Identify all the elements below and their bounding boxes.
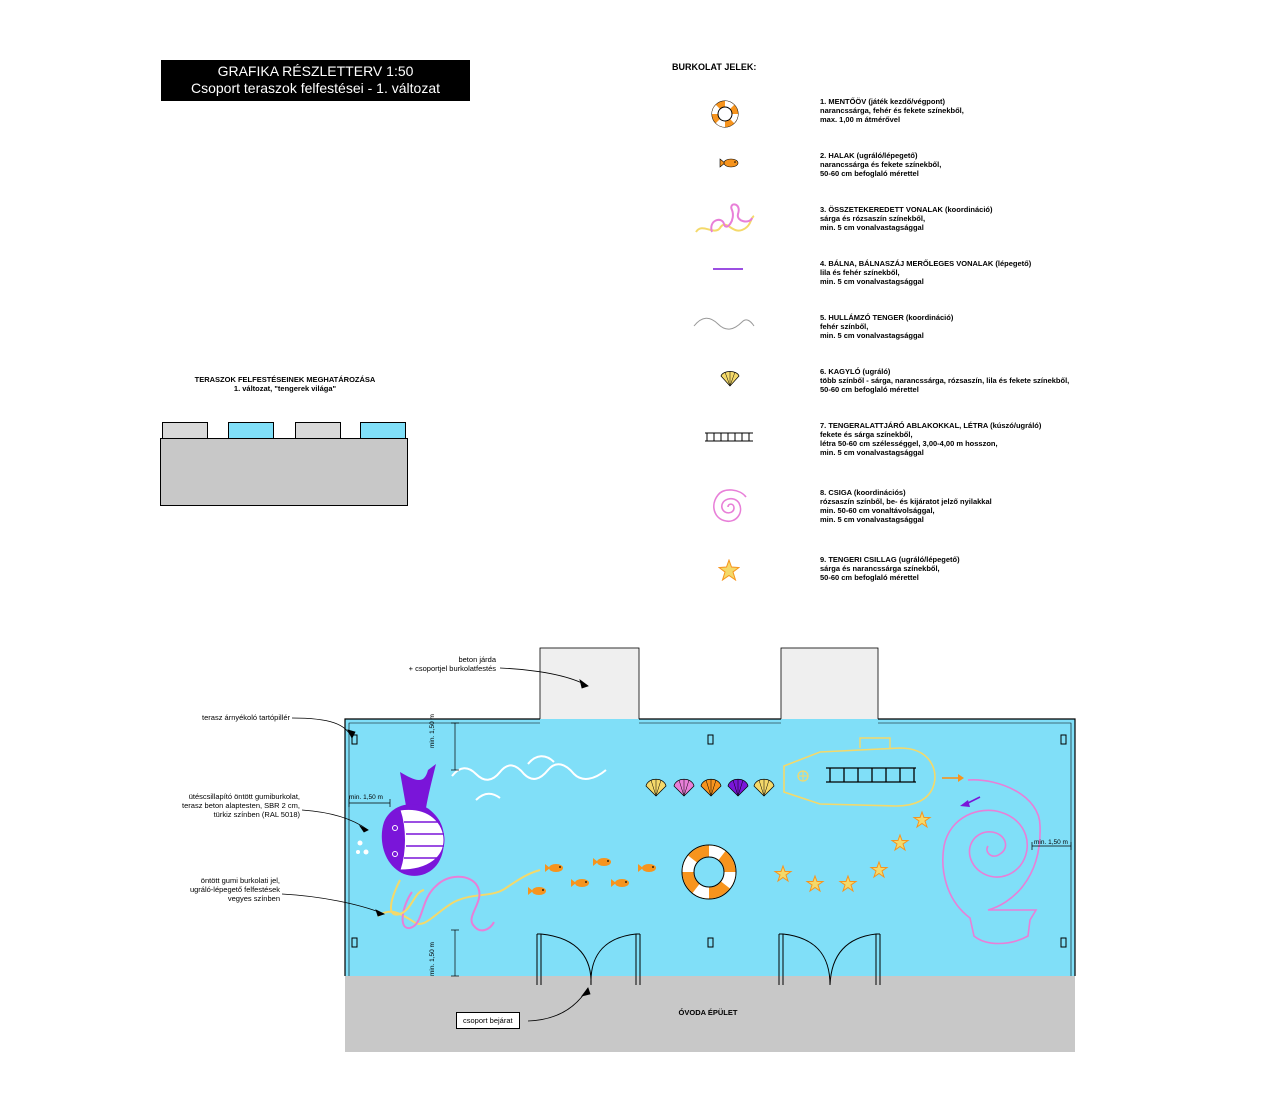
- definition-title: TERASZOK FELFESTÉSEINEK MEGHATÁROZÁSA: [194, 375, 376, 384]
- legend-item-title: 1. MENTŐÖV (játék kezdő/végpont): [820, 97, 946, 106]
- snail-spiral: [942, 779, 1041, 945]
- legend-item-line: min. 50-60 cm vonaltávolsággal,: [820, 506, 935, 515]
- tangled-lines-icon: [695, 203, 755, 233]
- shell-icon: [720, 371, 740, 387]
- legend-item-line: 50-60 cm befoglaló mérettel: [820, 169, 919, 178]
- dimension-top: min. 1,50 m: [429, 714, 436, 748]
- legend-item-1: 1. MENTŐÖV (játék kezdő/végpont) narancs…: [820, 97, 964, 124]
- legend-heading: BURKOLAT JELEK:: [672, 62, 757, 72]
- legend-item-line: max. 1,00 m átmérővel: [820, 115, 901, 124]
- legend-item-title: 3. ÖSSZETEKEREDETT VONALAK (koordináció): [820, 205, 993, 214]
- legend-item-2: 2. HALAK (ugráló/lépegető) narancssárga …: [820, 151, 941, 178]
- sidewalk-left: [539, 647, 640, 721]
- legend-item-title: 4. BÁLNA, BÁLNASZÁJ MERŐLEGES VONALAK (l…: [820, 259, 1032, 268]
- legend-item-line: 50-60 cm befoglaló mérettel: [820, 573, 919, 582]
- legend-item-line: min. 5 cm vonalvastagsággal: [820, 515, 924, 524]
- dimension-lines: [348, 722, 1072, 977]
- pillars: [351, 734, 1067, 948]
- legend-item-line: min. 5 cm vonalvastagsággal: [820, 331, 924, 340]
- legend-item-line: narancssárga és fekete színekből,: [820, 160, 942, 169]
- sidewalk-right: [780, 647, 879, 721]
- sea-waves: [451, 755, 607, 801]
- lifebuoy-icon: [711, 100, 739, 128]
- submarine: [783, 737, 936, 807]
- sidewalk-label: beton járda + csoportjel burkolatfestés: [360, 655, 496, 673]
- spiral-arrows: [942, 774, 981, 807]
- legend-item-title: 5. HULLÁMZÓ TENGER (koordináció): [820, 313, 954, 322]
- legend-item-line: több színből - sárga, narancssárga, rózs…: [820, 376, 1070, 385]
- definition-subtitle: 1. változat, "tengerek világa": [233, 384, 337, 393]
- legend-item-line: sárga és rózsaszín színekből,: [820, 214, 926, 223]
- spiral-icon: [713, 489, 747, 523]
- dimension-left: min. 1,50 m: [349, 794, 383, 801]
- legend-item-line: rózsaszín színből, be- és kijáratot jelz…: [820, 497, 992, 506]
- legend-item-6: 6. KAGYLÓ (ugráló) több színből - sárga,…: [820, 367, 1069, 394]
- legend-item-title: 8. CSIGA (koordinációs): [820, 488, 906, 497]
- legend-item-line: min. 5 cm vonalvastagsággal: [820, 223, 924, 232]
- fish-icon: [719, 158, 739, 168]
- legend-item-line: min. 5 cm vonalvastagsággal: [820, 448, 924, 457]
- entrance-doors: [536, 933, 881, 986]
- rubber-label-line: ütéscsillapító öntött gumiburkolat,: [188, 792, 300, 801]
- title-line-2: Csoport teraszok felfestései - 1. változ…: [191, 80, 440, 96]
- legend-item-line: 50-60 cm befoglaló mérettel: [820, 385, 919, 394]
- marking-label-line: ugráló-lépegető felfestések: [189, 885, 280, 894]
- terrace-definition-diagram: [160, 422, 408, 506]
- legend-item-title: 9. TENGERI CSILLAG (ugráló/lépegető): [820, 555, 960, 564]
- sidewalk-label-line: + csoportjel burkolatfestés: [408, 664, 496, 673]
- ladder-icon: [705, 432, 753, 442]
- legend-item-line: fekete és sárga színekből,: [820, 430, 913, 439]
- title-line-1: GRAFIKA RÉSZLETTERV 1:50: [217, 63, 414, 79]
- definition-heading: TERASZOK FELFESTÉSEINEK MEGHATÁROZÁSA 1.…: [160, 375, 410, 393]
- legend-item-title: 6. KAGYLÓ (ugráló): [820, 367, 891, 376]
- legend-item-4: 4. BÁLNA, BÁLNASZÁJ MERŐLEGES VONALAK (l…: [820, 259, 1031, 286]
- legend-item-title: 7. TENGERALATTJÁRÓ ABLAKOKKAL, LÉTRA (kú…: [820, 421, 1042, 430]
- legend-item-line: sárga és narancssárga színekből,: [820, 564, 940, 573]
- marking-label-line: vegyes színben: [227, 894, 280, 903]
- legend-item-line: fehér színből,: [820, 322, 869, 331]
- rubber-label-line: terasz beton alaptesten, SBR 2 cm,: [182, 801, 300, 810]
- legend-item-7: 7. TENGERALATTJÁRÓ ABLAKOKKAL, LÉTRA (kú…: [820, 421, 1041, 457]
- shells-row: [645, 778, 775, 797]
- pillar-label: terasz árnyékoló tartópillér: [202, 713, 290, 722]
- tangled-lines: [377, 869, 541, 932]
- rubber-label-line: türkiz színben (RAL 5018): [213, 810, 300, 819]
- wave-icon: [693, 317, 755, 330]
- legend-item-title: 2. HALAK (ugráló/lépegető): [820, 151, 918, 160]
- title-box: GRAFIKA RÉSZLETTERV 1:50 Csoport teraszo…: [161, 60, 470, 101]
- lifebuoy: [681, 844, 737, 900]
- legend-item-5: 5. HULLÁMZÓ TENGER (koordináció) fehér s…: [820, 313, 953, 340]
- dimension-bottom: min. 1,50 m: [429, 942, 436, 976]
- whale: [356, 764, 445, 876]
- starfish-icon: [718, 559, 740, 581]
- marking-label-line: öntött gumi burkolati jel,: [200, 876, 280, 885]
- legend-item-9: 9. TENGERI CSILLAG (ugráló/lépegető) sár…: [820, 555, 960, 582]
- rubber-surface-label: ütéscsillapító öntött gumiburkolat, tera…: [100, 792, 300, 819]
- legend-item-line: narancssárga, fehér és fekete színekből,: [820, 106, 964, 115]
- entrance-label: csoport bejárat: [456, 1012, 520, 1029]
- legend-item-line: min. 5 cm vonalvastagsággal: [820, 277, 924, 286]
- purple-line-icon: [713, 268, 743, 270]
- legend-item-line: lila és fehér színekből,: [820, 268, 900, 277]
- dimension-right: min. 1,50 m: [1034, 839, 1068, 846]
- marking-label: öntött gumi burkolati jel, ugráló-lépege…: [100, 876, 280, 903]
- legend-item-3: 3. ÖSSZETEKEREDETT VONALAK (koordináció)…: [820, 205, 993, 232]
- sidewalk-label-line: beton járda: [458, 655, 496, 664]
- leader-lines: [281, 667, 591, 1022]
- legend-item-8: 8. CSIGA (koordinációs) rózsaszín színbő…: [820, 488, 992, 524]
- legend-item-line: létra 50-60 cm szélességgel, 3,00-4,00 m…: [820, 439, 998, 448]
- building-label: ÓVODA ÉPÜLET: [678, 1008, 738, 1017]
- fish-school: [528, 858, 656, 895]
- starfish-path: [773, 810, 932, 893]
